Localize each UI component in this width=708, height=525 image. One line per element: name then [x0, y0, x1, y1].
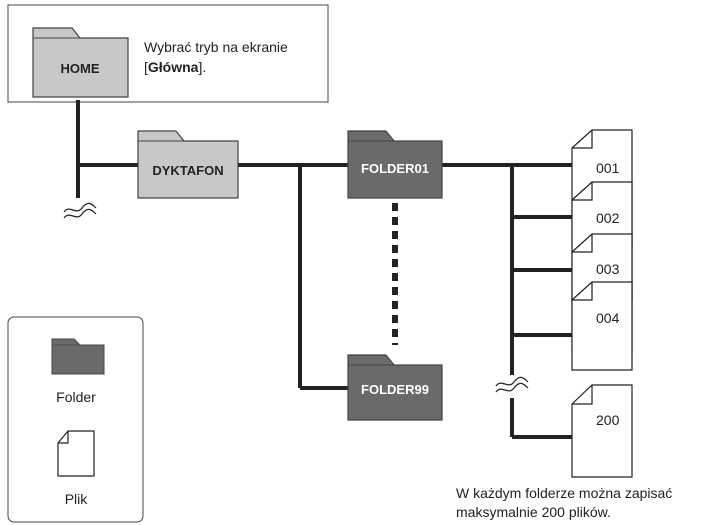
tree-lines — [76, 100, 572, 439]
home-mode-name: Główna — [148, 59, 199, 75]
file-004-label: 004 — [596, 310, 620, 326]
home-description-line2: [Główna]. — [144, 59, 206, 75]
note-line1: W każdym folderze można zapisać — [456, 485, 672, 501]
legend-box — [7, 316, 144, 523]
note-line2: maksymalnie 200 plików. — [456, 504, 611, 520]
file-004-icon: 004 — [571, 281, 633, 371]
file-002-label: 002 — [596, 210, 620, 226]
file-200-label: 200 — [596, 412, 620, 428]
break-mark-home-2 — [63, 208, 97, 219]
file-200-icon: 200 — [571, 384, 633, 478]
home-folder-icon: HOME — [32, 27, 129, 98]
folder99-label: FOLDER99 — [361, 382, 429, 397]
break-mark-files-2 — [495, 382, 529, 393]
legend-file-label: Plik — [65, 491, 89, 507]
legend-folder-label: Folder — [56, 389, 96, 405]
break-mark-files — [495, 376, 529, 387]
folder01-icon: FOLDER01 — [347, 130, 443, 199]
home-description-line1: Wybrać tryb na ekranie — [144, 39, 288, 55]
file-003-label: 003 — [596, 261, 620, 277]
home-label: HOME — [61, 61, 100, 76]
file-001-label: 001 — [596, 160, 620, 176]
dyktafon-folder-icon: DYKTAFON — [137, 130, 239, 199]
home-description: Wybrać tryb na ekranie — [144, 39, 288, 55]
folder99-icon: FOLDER99 — [347, 354, 443, 421]
legend-folder-icon — [51, 338, 105, 375]
break-mark-home — [63, 202, 97, 213]
dyktafon-label: DYKTAFON — [152, 163, 223, 178]
legend-file-icon — [57, 430, 95, 477]
folder01-label: FOLDER01 — [361, 161, 429, 176]
